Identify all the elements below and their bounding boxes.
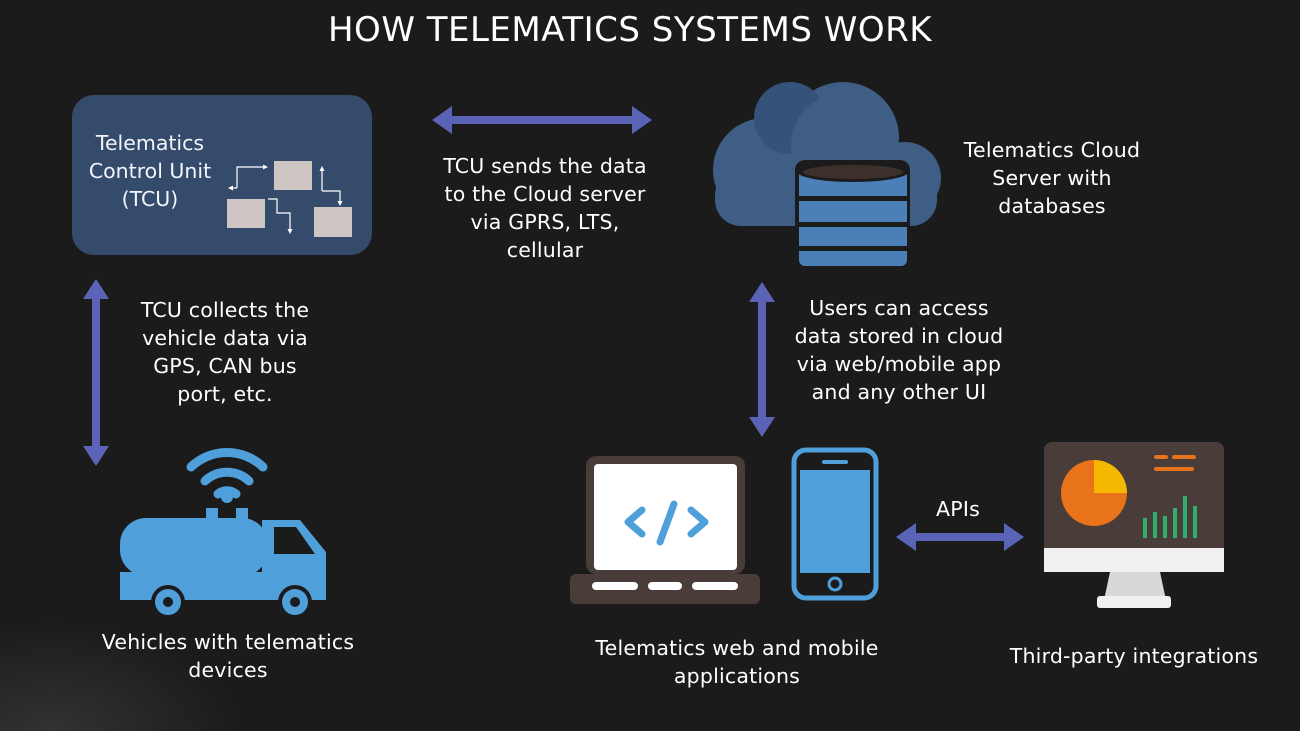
- tcu-label: Telematics Control Unit (TCU): [80, 129, 220, 213]
- label-line: databases: [998, 194, 1106, 218]
- label-line: Vehicles with telematics: [101, 630, 355, 654]
- label-line: Telematics Cloud: [963, 138, 1141, 162]
- arrow-tcu-cloud: [432, 106, 652, 134]
- tcu-label-line: (TCU): [121, 187, 179, 211]
- laptop-icon: [570, 456, 760, 604]
- label-line: applications: [673, 664, 801, 688]
- label-line: Telematics web and mobile: [595, 636, 879, 660]
- arrow-cloud-apps: [749, 282, 775, 437]
- third-party-label: Third-party integrations: [1009, 644, 1259, 668]
- phone-icon: [791, 447, 879, 601]
- database-icon: [795, 160, 910, 270]
- description-line: to the Cloud server: [444, 182, 646, 206]
- arrow-tcu-vehicle: [83, 279, 109, 466]
- description-line: GPS, CAN bus: [153, 354, 297, 378]
- wifi-icon: [186, 448, 268, 499]
- cloud-apps-description: Users can access data stored in cloud vi…: [780, 294, 1018, 406]
- description-line: via web/mobile app: [796, 352, 1002, 376]
- tcu-vehicle-description: TCU collects the vehicle data via GPS, C…: [115, 296, 335, 408]
- tcu-cloud-description: TCU sends the data to the Cloud server v…: [415, 152, 675, 264]
- truck-wheels-icon: [151, 585, 312, 619]
- label-line: Server with: [992, 166, 1112, 190]
- wifi-dot-icon: [221, 491, 233, 503]
- description-line: TCU sends the data: [443, 154, 647, 178]
- vehicle-label: Vehicles with telematics devices: [90, 628, 366, 684]
- tcu-circuit-icon: [227, 161, 352, 237]
- description-line: Users can access: [809, 296, 989, 320]
- corner-glow: [0, 611, 260, 731]
- description-line: cellular: [506, 238, 584, 262]
- description-line: port, etc.: [177, 382, 273, 406]
- description-line: TCU collects the: [140, 298, 310, 322]
- label-line: devices: [188, 658, 268, 682]
- cloud-server-label: Telematics Cloud Server with databases: [937, 136, 1167, 220]
- tcu-label-line: Control Unit: [88, 159, 212, 183]
- arrow-apis: [896, 523, 1024, 551]
- tcu-label-line: Telematics: [95, 131, 205, 155]
- description-line: and any other UI: [811, 380, 987, 404]
- bar-chart-icon: [1143, 496, 1197, 538]
- description-line: data stored in cloud: [794, 324, 1004, 348]
- apis-label: APIs: [936, 497, 980, 521]
- pie-chart-icon: [1061, 460, 1127, 526]
- menu-lines-icon: [1154, 455, 1196, 471]
- tcu-box: Telematics Control Unit (TCU): [72, 95, 372, 255]
- apps-label: Telematics web and mobile applications: [582, 634, 892, 690]
- diagram-title: HOW TELEMATICS SYSTEMS WORK: [327, 10, 933, 50]
- description-line: via GPRS, LTS,: [470, 210, 620, 234]
- description-line: vehicle data via: [142, 326, 308, 350]
- code-brackets-icon: [624, 500, 709, 546]
